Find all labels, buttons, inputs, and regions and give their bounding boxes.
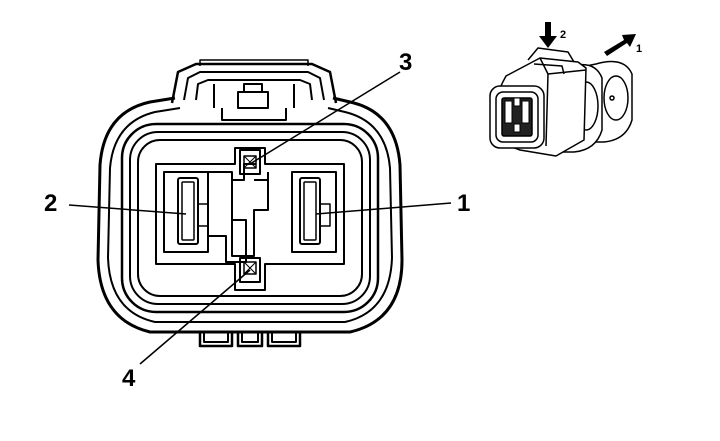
pin-cavity-1 — [299, 177, 331, 245]
outer-housing-inner-lip — [107, 107, 393, 323]
terminal-block — [155, 147, 345, 291]
callout-1: 1 — [457, 190, 470, 217]
connector-face — [96, 59, 404, 348]
center-key — [207, 171, 247, 263]
callout-3: 3 — [399, 49, 412, 76]
seal-ring-middle — [129, 131, 371, 305]
bottom-tabs — [198, 332, 302, 348]
arrow-down-icon — [539, 22, 557, 48]
leader-line-2 — [68, 204, 187, 215]
pin-cavity-3 — [239, 149, 261, 175]
top-latch — [170, 59, 338, 121]
leader-lines — [68, 71, 452, 365]
callout-4: 4 — [122, 365, 136, 392]
inset-label-1: 1 — [636, 43, 642, 55]
arrow-pull-icon — [604, 34, 636, 56]
leader-line-4 — [139, 269, 251, 365]
callout-2: 2 — [44, 190, 57, 217]
leader-line-1 — [315, 202, 452, 215]
seal-ring-outer — [120, 122, 380, 314]
inset-connector-view — [489, 47, 633, 157]
leader-line-3 — [249, 71, 401, 165]
seal-ring-inner — [137, 139, 363, 297]
inset-arrows — [539, 22, 636, 56]
pin-cavity-2 — [177, 177, 209, 245]
terminal-block-inner — [163, 171, 209, 253]
terminal-block-inner-right — [291, 171, 337, 253]
inset-label-2: 2 — [560, 29, 566, 41]
pin-cavity-4 — [239, 257, 261, 283]
center-key-upper — [231, 163, 269, 257]
outer-housing — [96, 96, 404, 334]
